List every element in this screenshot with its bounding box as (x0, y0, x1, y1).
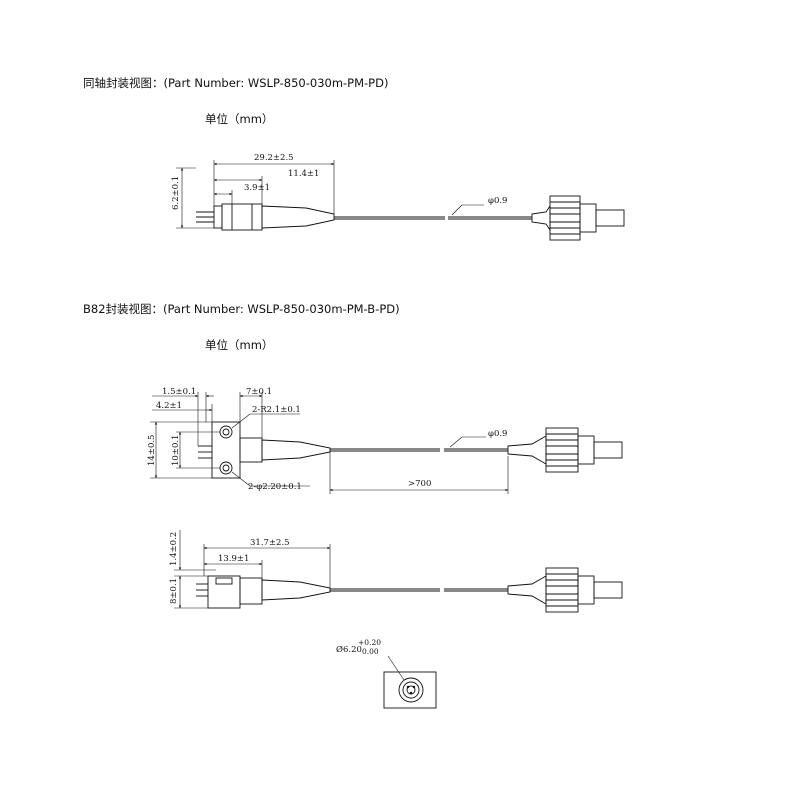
front-view-tolerance-upper: +0.20 (358, 638, 381, 647)
b82-pins (198, 445, 212, 459)
front-view-frame (383, 671, 437, 709)
side-view-length-total-label: 31.7±2.5 (250, 538, 290, 548)
coaxial-strain-boot (261, 205, 335, 229)
coaxial-height-label: 6.2±0.1 (171, 176, 181, 210)
side-view-strain-boot (261, 579, 331, 601)
coaxial-package-view (176, 160, 625, 241)
side-view (174, 530, 623, 613)
b82-fiber-length-label: >700 (408, 479, 431, 489)
section1-heading: 同轴封装视图：(Part Number: WSLP-850-030m-PM-PD… (83, 76, 389, 90)
side-view-body-length-label: 13.9±1 (218, 554, 249, 564)
coaxial-header (213, 205, 223, 229)
coaxial-body (221, 203, 263, 231)
side-view-pins (196, 583, 208, 597)
b82-mount-hole-top (219, 425, 233, 439)
front-view-bore-diameter-label: Ø6.20 (336, 644, 362, 655)
side-view-dimensions (174, 530, 331, 609)
side-view-height-top-label: 1.4±0.2 (169, 532, 179, 566)
front-view-tolerance-lower: 0.00 (362, 647, 379, 656)
coaxial-fiber-diameter-label: φ0.9 (488, 196, 507, 206)
b82-package-view (150, 392, 623, 494)
b82-height-inner-label: 10±0.1 (171, 435, 181, 466)
side-view-height-label: 8±0.1 (169, 578, 179, 604)
section2-unit-label: 单位（mm） (205, 338, 274, 352)
coaxial-length-short-label: 3.9±1 (244, 183, 270, 193)
front-view (383, 655, 437, 709)
coaxial-length-mid-label: 11.4±1 (288, 169, 319, 179)
b82-mount-hole-bottom (219, 461, 233, 475)
coaxial-dimensions (176, 160, 484, 229)
b82-mount-holes-label: 2-φ2.20±0.1 (248, 482, 302, 492)
b82-flange-c-label: 4.2±1 (156, 401, 182, 411)
side-view-fc-connector (507, 567, 623, 613)
coaxial-length-total-label: 29.2±2.5 (254, 153, 294, 163)
front-view-bore-pins (406, 685, 416, 695)
b82-dimensions (150, 392, 509, 494)
section1-unit-label: 单位（mm） (205, 112, 274, 126)
coaxial-pins (196, 211, 214, 223)
b82-body (239, 437, 263, 463)
front-view-bore (398, 677, 424, 703)
b82-height-outer-label: 14±0.5 (147, 435, 157, 466)
side-view-body (207, 575, 241, 609)
b82-strain-boot (261, 439, 331, 461)
b82-flange (211, 421, 241, 479)
b82-fc-connector (507, 427, 623, 473)
b82-hole-radius-label: 2-R2.1±0.1 (252, 405, 301, 415)
b82-flange-a-label: 1.5±0.1 (162, 387, 196, 397)
section2-heading: B82封装视图：(Part Number: WSLP-850-030m-PM-B… (83, 302, 400, 316)
coaxial-fc-connector (531, 195, 625, 241)
b82-flange-b-label: 7±0.1 (246, 387, 272, 397)
b82-fiber-diameter-label: φ0.9 (488, 429, 507, 439)
